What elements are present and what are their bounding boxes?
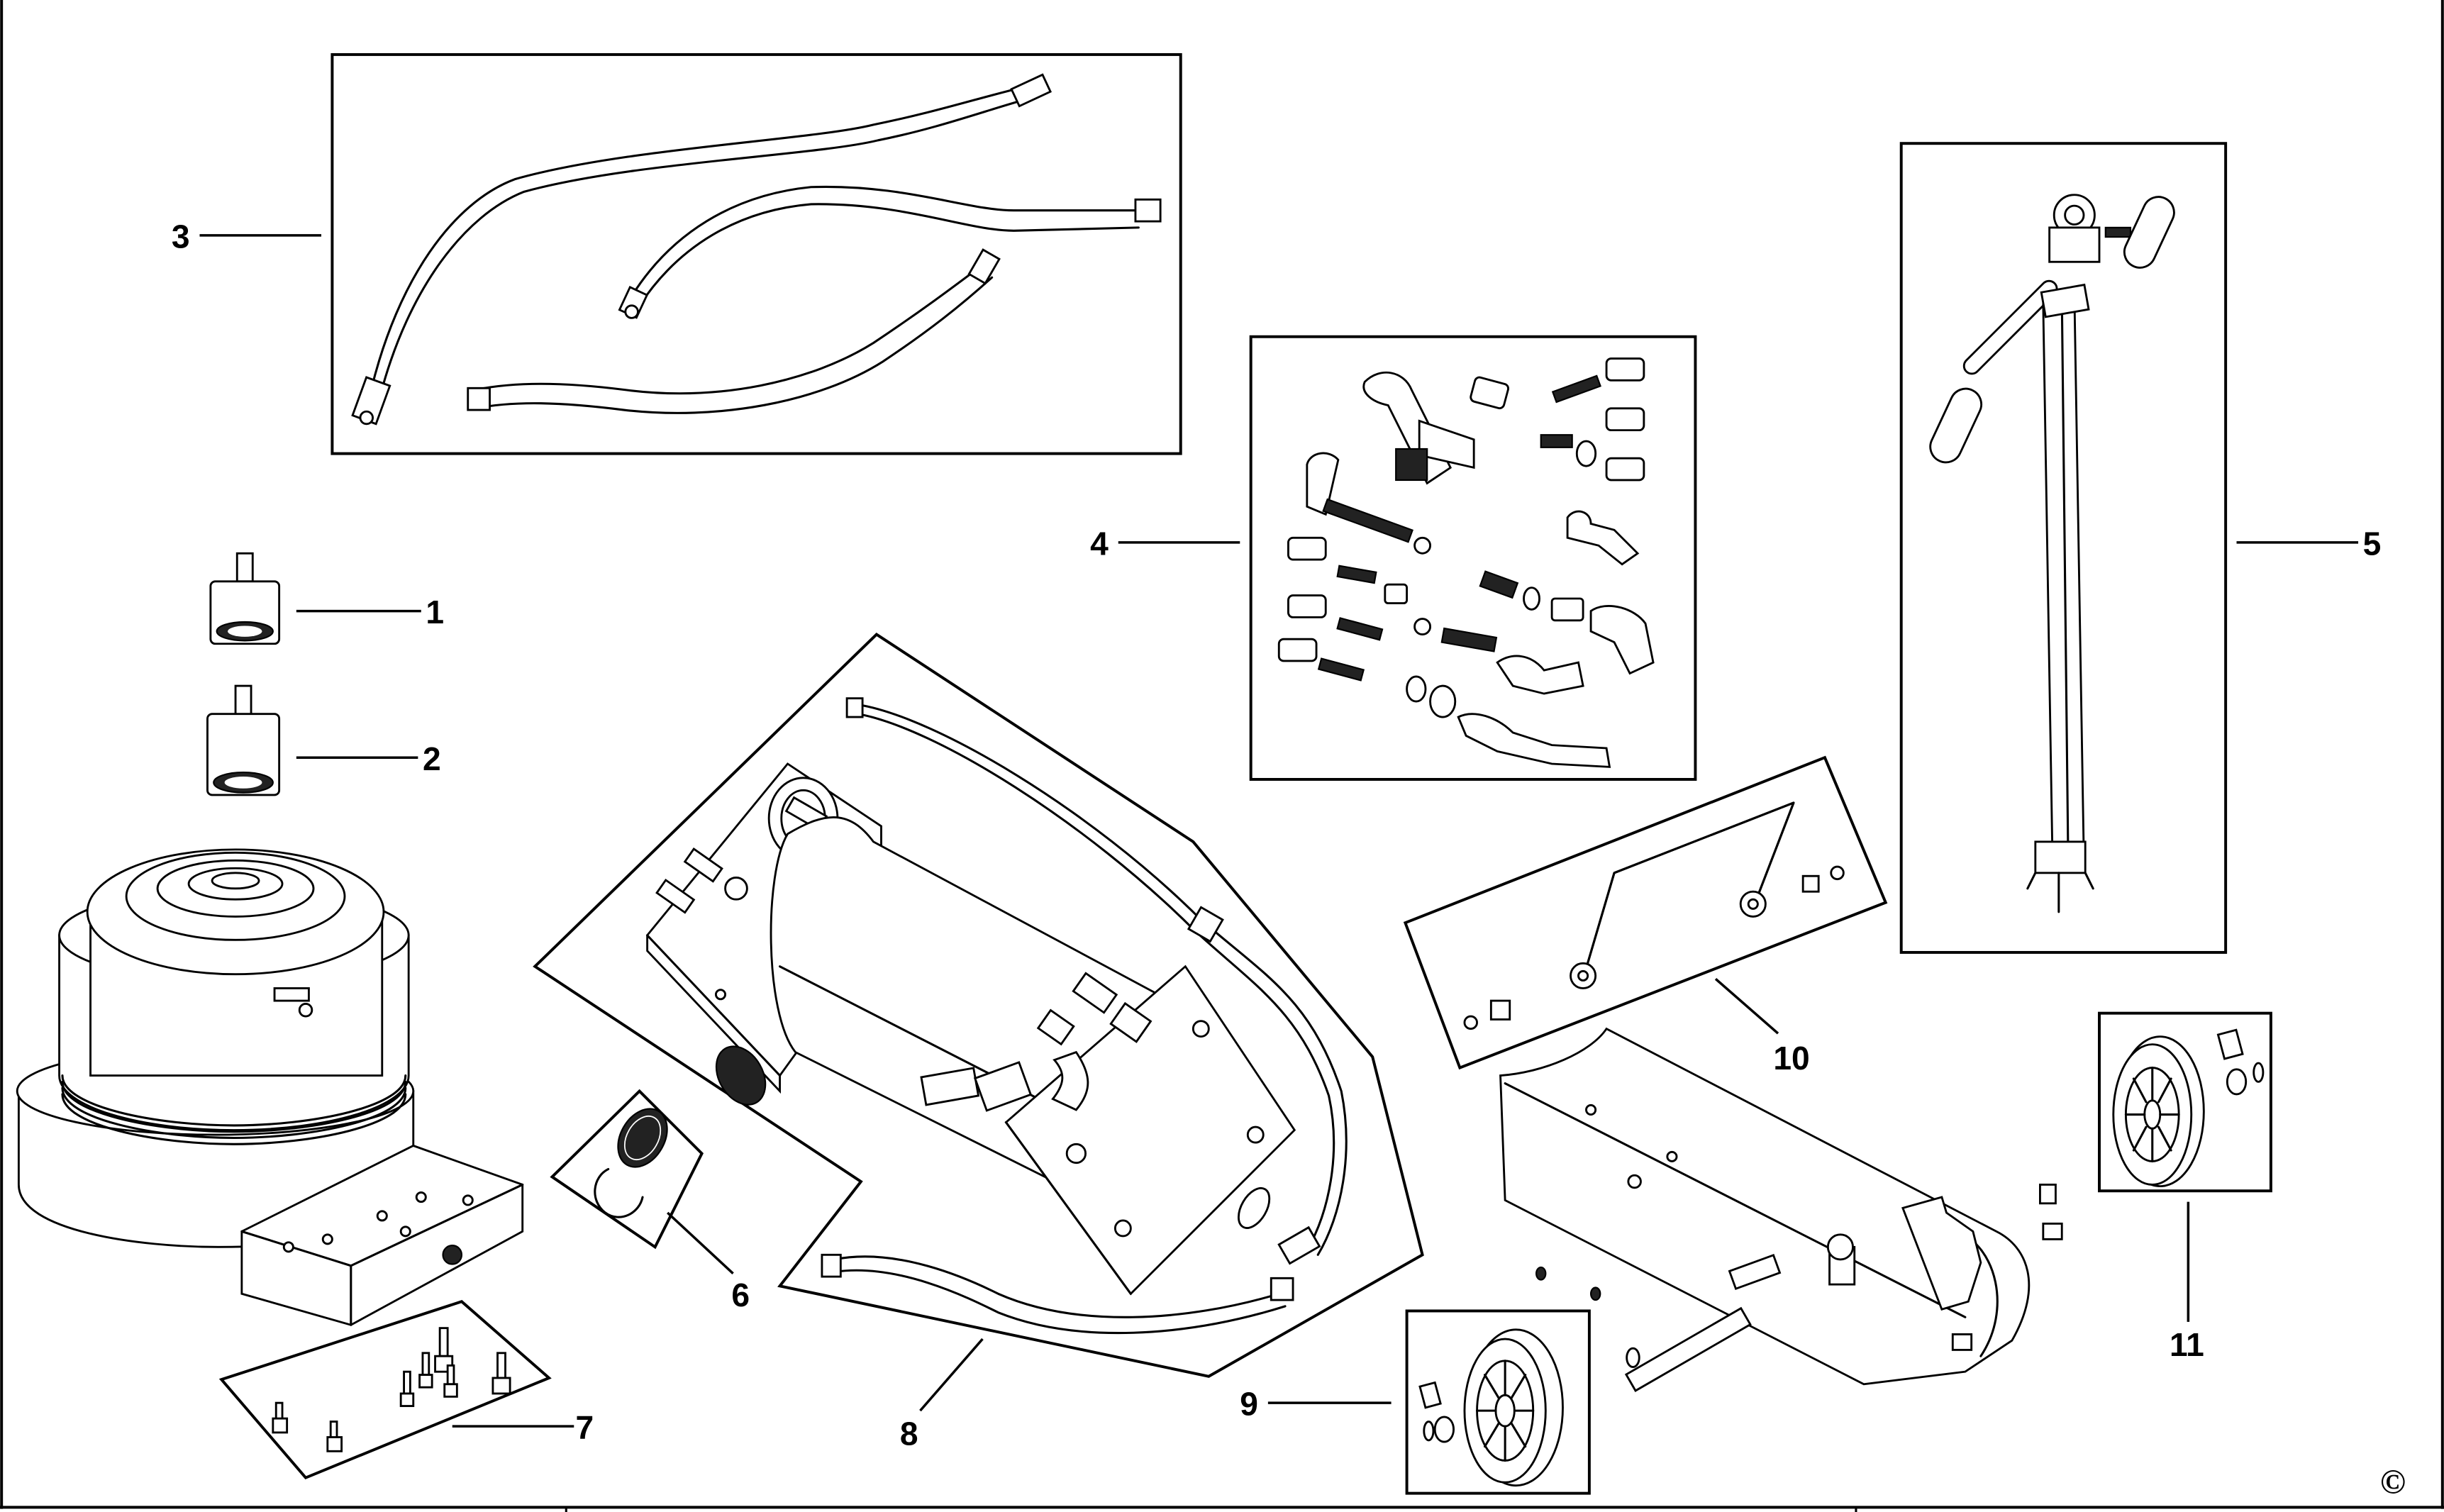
callout-10[interactable]: 10 [1773, 1040, 1809, 1077]
callout-9[interactable]: 9 [1240, 1386, 1258, 1423]
part-8-leader [919, 1338, 984, 1412]
part-5-frame [1899, 142, 2228, 954]
callout-7[interactable]: 7 [575, 1409, 594, 1446]
callout-2[interactable]: 2 [423, 740, 441, 777]
part-3-frame [331, 52, 1182, 455]
part-4-valve-kit[interactable] [1249, 335, 1697, 781]
part-6-filter-kit[interactable] [550, 1089, 704, 1250]
part-5-handle-assembly[interactable] [1899, 142, 2228, 954]
part-4-frame [1249, 335, 1697, 781]
part-10-leader [1714, 977, 1779, 1035]
callout-1[interactable]: 1 [426, 594, 444, 630]
callout-4[interactable]: 4 [1090, 525, 1109, 562]
part-11-frame [2098, 1011, 2272, 1193]
part-1-plug[interactable] [209, 552, 281, 645]
ram-cylinder[interactable] [16, 848, 524, 1326]
part-10-linkage-kit[interactable] [1403, 755, 1888, 1070]
copyright-mark: © [2380, 1464, 2406, 1501]
callout-3[interactable]: 3 [172, 218, 190, 255]
part-8-pump-block[interactable] [533, 633, 1424, 1378]
callout-5[interactable]: 5 [2363, 525, 2382, 562]
chassis-frame[interactable] [1499, 1027, 2063, 1392]
part-3-hose-set[interactable] [331, 52, 1182, 455]
part-9-frame [1405, 1309, 1591, 1495]
callout-8[interactable]: 8 [900, 1415, 918, 1452]
part-7-screw-set[interactable] [218, 1300, 552, 1480]
part-9-wheel-kit[interactable] [1405, 1309, 1591, 1495]
callout-6[interactable]: 6 [731, 1277, 750, 1313]
callout-11[interactable]: 11 [2170, 1326, 2204, 1363]
part-2-plug[interactable] [206, 684, 281, 796]
part-11-wheel-kit[interactable] [2098, 1011, 2272, 1193]
part-6-leader [667, 1211, 734, 1275]
